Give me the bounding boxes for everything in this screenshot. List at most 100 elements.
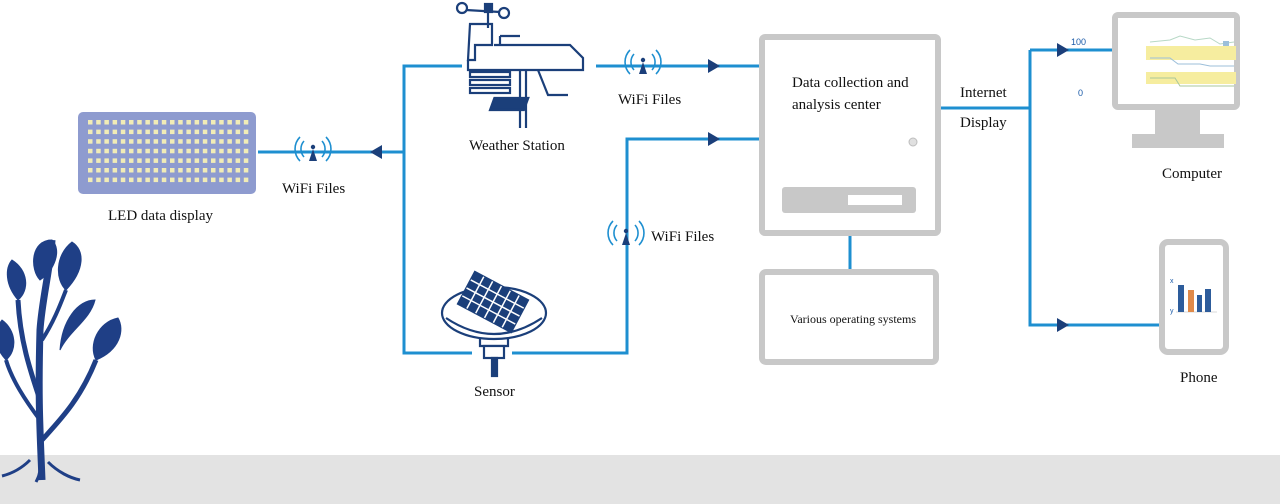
led-dot (96, 139, 101, 144)
chart-min-label: 0 (1078, 88, 1084, 98)
led-dot (170, 177, 175, 183)
led-dot (137, 168, 142, 173)
led-dot (194, 168, 200, 173)
led-dot (202, 120, 208, 125)
led-dot (153, 158, 159, 163)
led-dot (137, 139, 142, 144)
led-dot (161, 139, 167, 144)
led-dot (243, 139, 249, 144)
led-dot (137, 148, 142, 154)
arrow-to-led (370, 145, 382, 159)
led-dot (120, 129, 126, 135)
led-dot (153, 139, 159, 144)
led-dot (243, 168, 249, 173)
led-dot (104, 139, 109, 144)
led-dot (161, 177, 167, 183)
connection-lines (258, 48, 1160, 355)
led-dot (104, 120, 109, 125)
wifi-files-label-top: WiFi Files (618, 92, 682, 108)
led-dot (96, 148, 101, 154)
display-label: Display (960, 115, 1007, 131)
led-dot (145, 168, 150, 173)
sensor-label: Sensor (474, 384, 515, 400)
led-dot (112, 168, 118, 173)
led-dot (186, 168, 191, 173)
led-dot (145, 148, 150, 154)
led-dot (145, 129, 150, 135)
led-dot (104, 129, 109, 135)
led-dot (235, 177, 241, 183)
led-dot (194, 139, 200, 144)
led-dot (219, 148, 224, 154)
data-center-line1: Data collection and (792, 75, 909, 91)
led-dot (186, 158, 191, 163)
data-center-box (759, 34, 941, 236)
led-dot (88, 168, 93, 173)
led-dot (235, 129, 241, 135)
led-dot (194, 129, 200, 135)
led-dot (227, 129, 232, 135)
led-dot (243, 177, 249, 183)
led-dot (112, 158, 118, 163)
line-weather-to-led (258, 64, 462, 154)
led-dot (186, 139, 191, 144)
led-dot (112, 177, 118, 183)
led-dot (235, 120, 241, 125)
led-dot (227, 139, 232, 144)
led-dot (235, 158, 241, 163)
led-dot (170, 148, 175, 154)
led-dot (186, 120, 191, 125)
led-dot (243, 148, 249, 154)
weather-station-label: Weather Station (469, 138, 565, 154)
led-dot (96, 177, 101, 183)
led-dot (120, 177, 126, 183)
led-dot (194, 148, 200, 154)
led-dot (153, 129, 159, 135)
led-dot (96, 158, 101, 163)
led-dot (219, 120, 224, 125)
led-dot (219, 139, 224, 144)
line-sensor-loop (402, 152, 472, 355)
led-dot (129, 120, 134, 125)
ground-strip (0, 455, 1280, 504)
led-dot (88, 139, 93, 144)
led-dot (145, 120, 150, 125)
wifi-icon (624, 49, 662, 75)
led-dots (88, 120, 249, 183)
data-center-label: Data collection and analysis center (792, 72, 909, 116)
chart-max-label: 100 (1071, 37, 1087, 47)
led-dot (145, 158, 150, 163)
led-dot (112, 148, 118, 154)
led-dot (227, 177, 232, 183)
led-dot (178, 139, 183, 144)
led-dot (178, 120, 183, 125)
led-dot (120, 148, 126, 154)
phone-x-label: x (1170, 278, 1174, 285)
led-dot (153, 168, 159, 173)
os-box (759, 269, 939, 365)
led-dot (120, 120, 126, 125)
led-dot (243, 158, 249, 163)
led-dot (243, 120, 249, 125)
led-dot (88, 177, 93, 183)
led-dot (211, 120, 216, 125)
led-dot (178, 158, 183, 163)
led-dot (211, 168, 216, 173)
led-dot (104, 177, 109, 183)
led-dot (88, 120, 93, 125)
arrow-to-phone (1057, 318, 1069, 332)
led-dot (219, 168, 224, 173)
arrow-to-center-mid (708, 132, 720, 146)
led-dot (96, 120, 101, 125)
led-dot (170, 168, 175, 173)
arrow-to-computer (1057, 43, 1069, 57)
led-dot (194, 120, 200, 125)
led-dot (227, 120, 232, 125)
led-dot (219, 158, 224, 163)
led-dot (170, 129, 175, 135)
led-dot (161, 129, 167, 135)
led-dot (170, 158, 175, 163)
led-dot (211, 139, 216, 144)
led-dot (137, 177, 142, 183)
led-dot (153, 120, 159, 125)
